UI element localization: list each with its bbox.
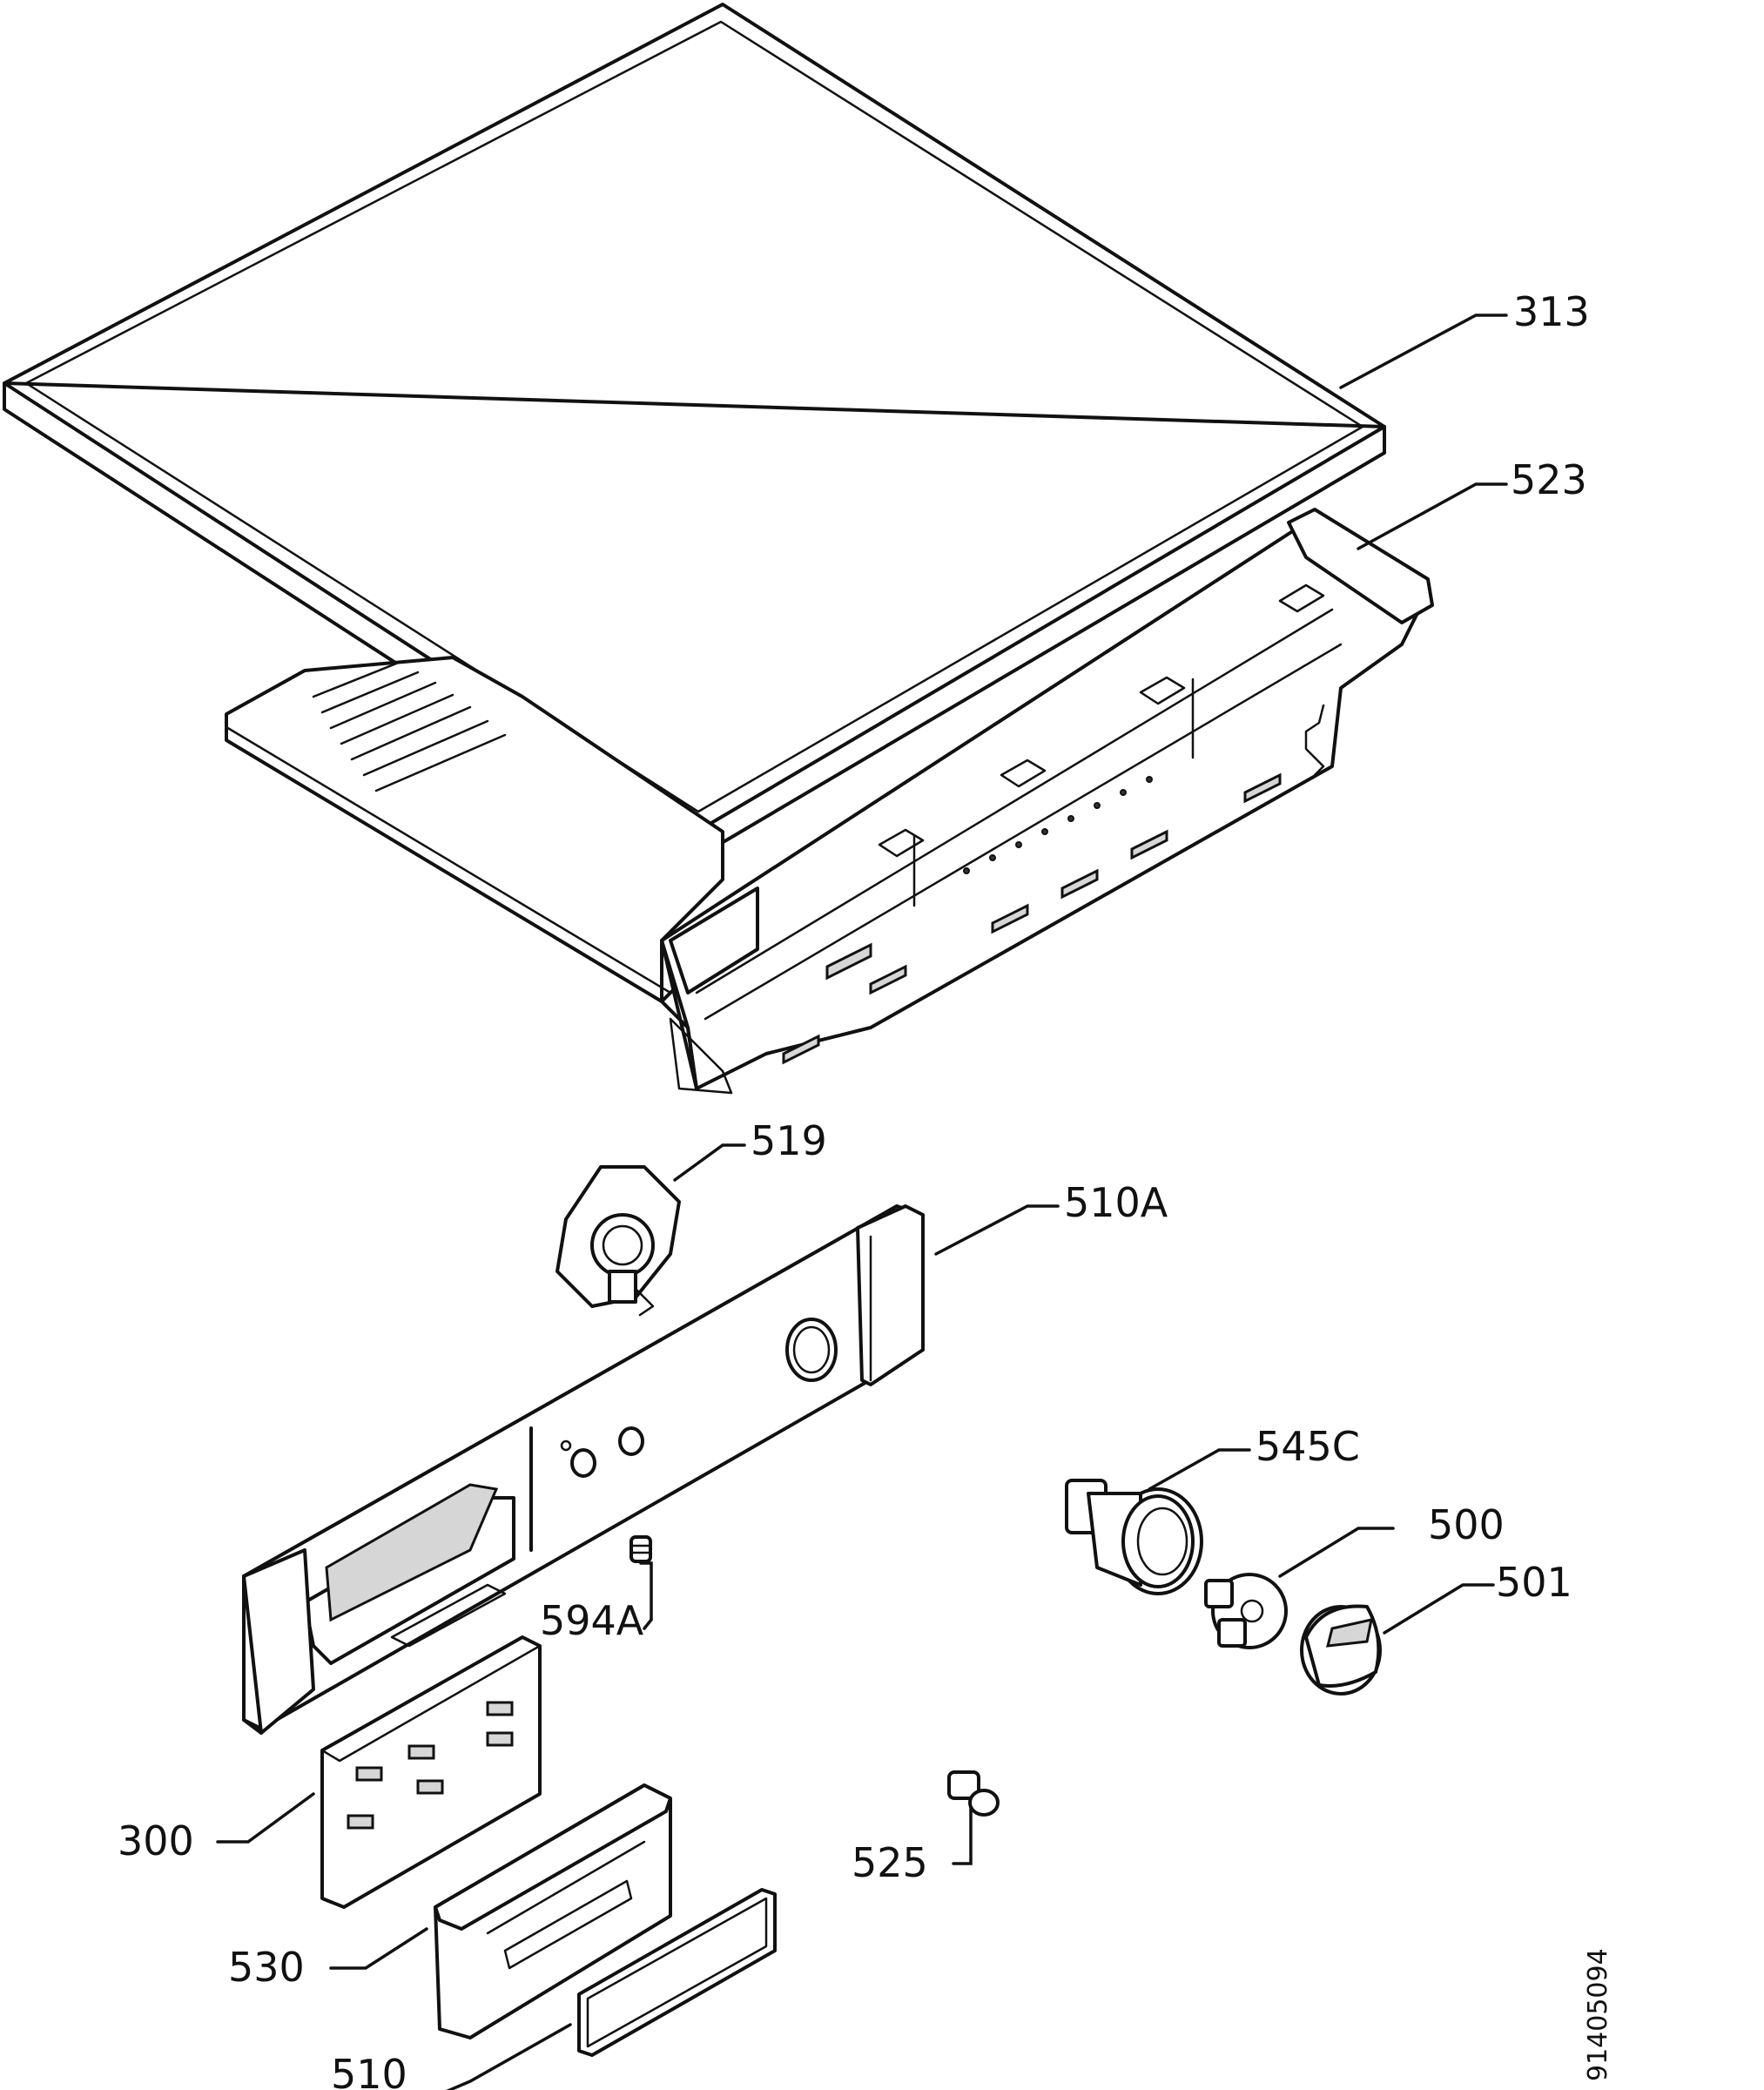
leader-500	[1278, 1527, 1395, 1578]
part-525-bung	[947, 1770, 1000, 1817]
label-501: 501	[1496, 1559, 1572, 1606]
part-300-drawer-insert	[320, 1635, 542, 1909]
part-545C-lamp-holder	[1065, 1479, 1203, 1595]
leader-510A	[934, 1204, 1060, 1256]
label-300: 300	[118, 1817, 194, 1864]
label-525: 525	[852, 1839, 928, 1886]
leader-545C	[1148, 1448, 1251, 1491]
label-510: 510	[331, 2051, 407, 2090]
leader-300	[216, 1792, 315, 1844]
label-500: 500	[1428, 1501, 1505, 1548]
label-519: 519	[751, 1117, 827, 1164]
leader-lines	[216, 314, 1508, 2090]
vent-slots	[312, 660, 507, 792]
leader-523	[1357, 482, 1508, 550]
leader-501	[1383, 1583, 1495, 1635]
document-number: 91405094	[1583, 1948, 1613, 2081]
part-501-knob	[1300, 1604, 1382, 1696]
label-530: 530	[228, 1944, 305, 1991]
part-523-panel-frame	[225, 508, 1434, 1095]
part-510-label-plate	[577, 1888, 777, 2057]
part-594A-screw	[630, 1535, 652, 1563]
leader-525	[952, 1805, 973, 1865]
leader-519	[673, 1143, 746, 1182]
label-594A: 594A	[540, 1597, 644, 1644]
label-510A: 510A	[1064, 1179, 1168, 1226]
label-545C: 545C	[1256, 1423, 1360, 1470]
indicator-holes	[963, 776, 1153, 874]
leader-594A	[639, 1561, 653, 1630]
callout-labels: 313 523 519 510A 545C 500 501 594A 300 5…	[118, 288, 1590, 2090]
leader-313	[1339, 314, 1508, 389]
leader-510	[446, 2023, 572, 2090]
leader-530	[329, 1927, 428, 1970]
label-523: 523	[1511, 456, 1587, 503]
part-500-switch	[1204, 1573, 1288, 1649]
part-519-selector-bracket	[555, 1165, 681, 1317]
label-313: 313	[1513, 288, 1590, 335]
part-530-drawer-handle	[434, 1783, 672, 2039]
part-510A-fascia-panel	[242, 1204, 925, 1735]
